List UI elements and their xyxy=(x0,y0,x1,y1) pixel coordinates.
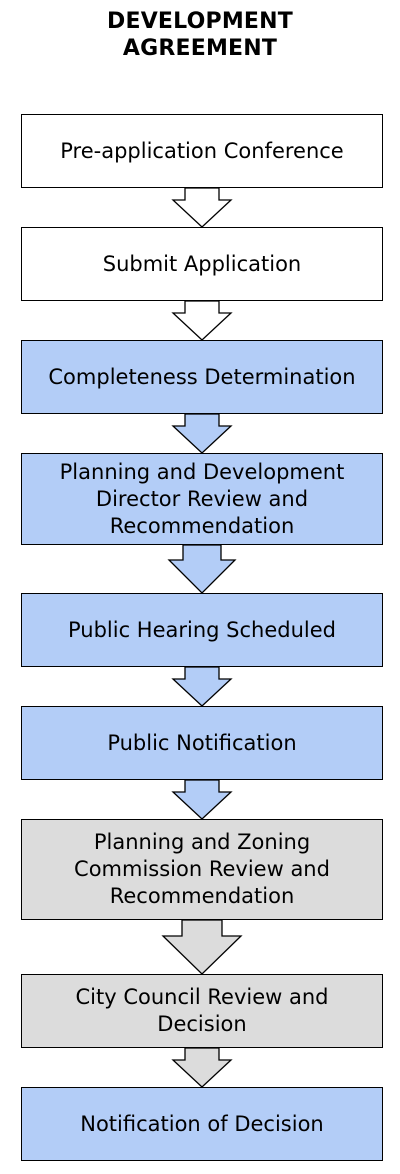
arrow-down-icon xyxy=(161,919,243,975)
arrow-down-icon xyxy=(171,666,233,707)
arrow-down-icon xyxy=(171,187,233,228)
step-submit-application: Submit Application xyxy=(21,227,383,301)
step-pre-application-conference: Pre-application Conference xyxy=(21,114,383,188)
step-director-review: Planning and Development Director Review… xyxy=(21,453,383,545)
step-notification-of-decision: Notification of Decision xyxy=(21,1087,383,1161)
step-public-hearing-scheduled: Public Hearing Scheduled xyxy=(21,593,383,667)
arrow-down-icon xyxy=(171,779,233,820)
arrow-down-icon xyxy=(171,413,233,454)
title-line-1: DEVELOPMENT xyxy=(107,9,293,34)
arrow-down-icon xyxy=(171,300,233,341)
step-completeness-determination: Completeness Determination xyxy=(21,340,383,414)
step-commission-review: Planning and Zoning Commission Review an… xyxy=(21,819,383,920)
step-public-notification: Public Notification xyxy=(21,706,383,780)
step-city-council-review: City Council Review and Decision xyxy=(21,974,383,1048)
diagram-title: DEVELOPMENT AGREEMENT xyxy=(0,8,400,62)
arrow-down-icon xyxy=(171,1047,233,1088)
title-line-2: AGREEMENT xyxy=(122,36,278,61)
arrow-down-icon xyxy=(167,544,237,594)
